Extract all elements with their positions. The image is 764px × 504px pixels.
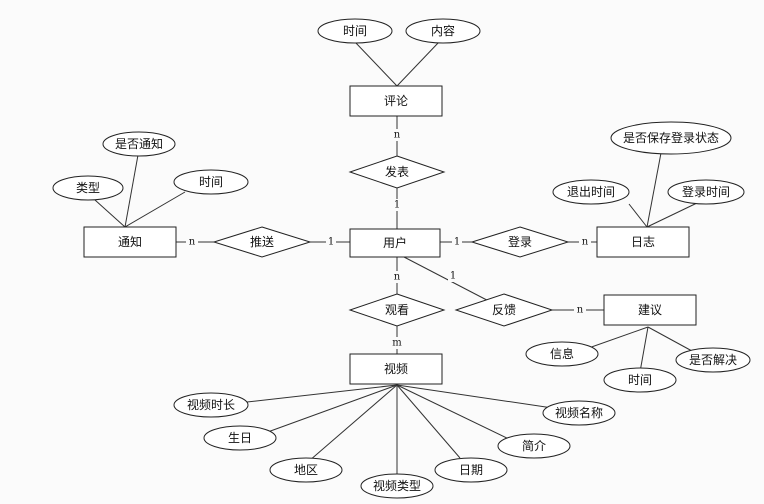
svg-text:视频: 视频	[384, 361, 408, 376]
attr-comment-content: 内容	[405, 18, 481, 44]
cardinality-comment-post: n	[391, 129, 403, 141]
attr-log-login-time: 登录时间	[667, 179, 745, 205]
svg-text:1: 1	[328, 237, 334, 248]
cardinality-push-user: 1	[326, 236, 336, 248]
entity-user: 用户	[349, 228, 441, 258]
svg-text:1: 1	[454, 237, 460, 248]
svg-text:发表: 发表	[385, 164, 409, 179]
attr-video-intro: 简介	[497, 433, 571, 459]
video-date-link	[396, 384, 461, 459]
relationship-feedback: 反馈	[454, 293, 554, 327]
svg-text:简介: 简介	[522, 439, 546, 453]
svg-text:n: n	[394, 130, 401, 141]
entity-comment: 评论	[349, 85, 443, 117]
comment-content-link	[396, 41, 440, 87]
entity-video: 视频	[349, 353, 443, 385]
attr-log-keep-login: 是否保存登录状态	[610, 121, 732, 155]
attr-video-region: 地区	[269, 457, 343, 483]
attr-notice-is-notified: 是否通知	[102, 131, 176, 157]
svg-text:日期: 日期	[459, 463, 483, 477]
video-region-link	[308, 384, 398, 462]
notice-type-link	[94, 199, 126, 228]
svg-text:1: 1	[450, 271, 456, 282]
svg-text:通知: 通知	[118, 235, 142, 249]
svg-text:信息: 信息	[550, 346, 574, 361]
svg-text:内容: 内容	[431, 23, 455, 38]
svg-text:视频时长: 视频时长	[187, 397, 235, 412]
cardinality-login-log: n	[579, 236, 591, 248]
relationship-push: 推送	[212, 226, 312, 258]
entity-notice: 通知	[83, 226, 177, 258]
svg-text:n: n	[189, 237, 196, 248]
svg-text:推送: 推送	[250, 234, 274, 249]
video-birthday-link	[264, 384, 398, 434]
attr-video-date: 日期	[434, 457, 508, 483]
suggestion-info-link	[582, 326, 649, 351]
comment-time-link	[354, 41, 398, 87]
entity-log: 日志	[596, 226, 690, 258]
svg-text:登录: 登录	[508, 234, 532, 249]
attr-suggestion-info: 信息	[525, 341, 599, 367]
relationship-login: 登录	[470, 226, 570, 258]
notice-notified-link	[124, 154, 139, 228]
svg-text:时间: 时间	[343, 24, 367, 38]
cardinality-user-feedback: 1	[448, 270, 458, 282]
svg-text:反馈: 反馈	[492, 303, 516, 317]
svg-text:1: 1	[394, 200, 400, 211]
suggestion-time-link	[639, 326, 649, 373]
svg-text:退出时间: 退出时间	[567, 185, 615, 199]
relationship-watch: 观看	[348, 293, 446, 327]
svg-text:类型: 类型	[76, 181, 100, 195]
log-keep-login-link	[646, 152, 662, 228]
video-name-link	[396, 384, 567, 411]
svg-text:m: m	[392, 338, 402, 349]
attr-log-logout-time: 退出时间	[552, 179, 630, 205]
relationship-post: 发表	[348, 155, 446, 189]
cardinality-user-watch: n	[391, 271, 403, 283]
svg-text:视频名称: 视频名称	[555, 405, 603, 420]
svg-text:n: n	[394, 272, 401, 283]
attr-video-name: 视频名称	[542, 400, 616, 426]
cardinality-post-user: 1	[391, 199, 403, 211]
entity-suggestion: 建议	[603, 294, 697, 326]
log-logout-time-link	[628, 203, 648, 228]
attr-notice-time: 时间	[173, 169, 249, 195]
svg-text:地区: 地区	[294, 463, 318, 477]
cardinality-user-login: 1	[452, 236, 462, 248]
svg-text:n: n	[582, 237, 589, 248]
attr-comment-time: 时间	[317, 18, 393, 44]
svg-text:时间: 时间	[628, 373, 652, 387]
svg-text:日志: 日志	[631, 235, 655, 249]
attr-notice-type: 类型	[52, 175, 124, 201]
cardinality-notice-push: n	[186, 236, 198, 248]
svg-text:n: n	[577, 305, 584, 316]
svg-text:观看: 观看	[385, 303, 409, 317]
svg-text:视频类型: 视频类型	[373, 478, 421, 493]
svg-text:是否保存登录状态: 是否保存登录状态	[623, 130, 719, 145]
cardinality-feedback-suggestion: n	[574, 304, 586, 316]
attr-video-type: 视频类型	[360, 473, 434, 499]
cardinality-watch-video: m	[391, 337, 403, 349]
svg-text:生日: 生日	[228, 431, 252, 445]
svg-text:建议: 建议	[638, 303, 662, 317]
svg-text:用户: 用户	[383, 235, 407, 250]
attr-video-duration: 视频时长	[173, 392, 249, 418]
log-login-time-link	[646, 202, 698, 228]
video-intro-link	[396, 384, 516, 443]
attr-video-birthday: 生日	[203, 425, 277, 451]
attr-suggestion-time: 时间	[603, 367, 677, 393]
svg-text:是否解决: 是否解决	[689, 353, 737, 367]
entity-comment-label: 评论	[384, 94, 408, 108]
svg-text:时间: 时间	[199, 175, 223, 189]
svg-text:是否通知: 是否通知	[115, 137, 163, 151]
svg-text:登录时间: 登录时间	[682, 184, 730, 199]
video-duration-link	[246, 384, 398, 403]
notice-time-link	[124, 191, 186, 228]
attr-suggestion-resolved: 是否解决	[675, 347, 751, 373]
